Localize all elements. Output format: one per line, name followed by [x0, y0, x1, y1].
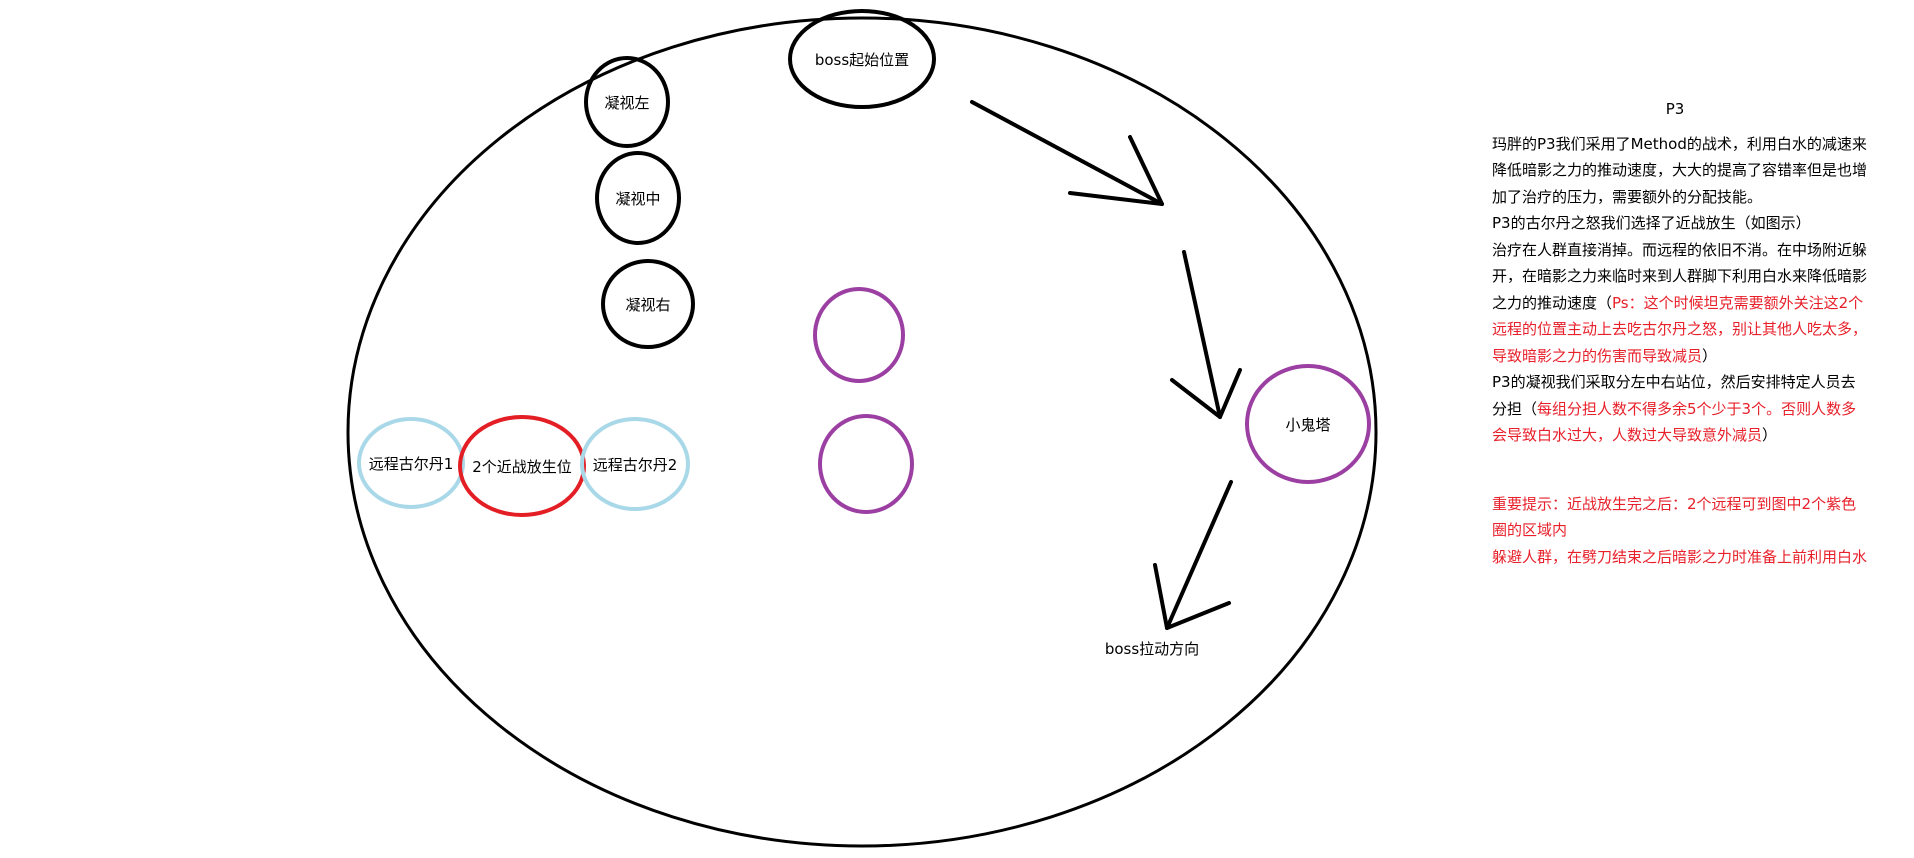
notes-paragraph-method: 玛胖的P3我们采用了Method的战术，利用白水的减速来降低暗影之力的推动速度，… — [1492, 134, 1868, 206]
healing-close-paren: ） — [1702, 346, 1718, 365]
notes-paragraph-gaze: P3的凝视我们采取分左中右站位，然后安排特定人员去分担（每组分担人数不得多余5个… — [1492, 369, 1868, 449]
imp-tower-circle — [1245, 364, 1371, 484]
arrow-3 — [1153, 480, 1233, 630]
important-tip-line-2: 躲避人群，在劈刀结束之后暗影之力时准备上前利用白水 — [1492, 547, 1868, 566]
healing-ps-warning: Ps：这个时候坦克需要额外关注这2个远程的位置主动上去吃古尔丹之怒，别让其他人吃… — [1492, 293, 1868, 365]
notes-paragraph-healing: 治疗在人群直接消掉。而远程的依旧不消。在中场附近躲开，在暗影之力来临时来到人群脚… — [1492, 237, 1868, 370]
strategy-notes: P3 玛胖的P3我们采用了Method的战术，利用白水的减速来降低暗影之力的推动… — [1492, 96, 1868, 570]
arrow-2 — [1170, 250, 1242, 419]
purple-zone-lower — [818, 414, 914, 514]
gaze-middle-label: 凝视中 — [615, 190, 660, 208]
boss-pull-direction-label: boss拉动方向 — [1105, 640, 1199, 658]
ranged-2-label: 远程古尔丹2 — [593, 456, 678, 474]
notes-paragraph-melee-release: P3的古尔丹之怒我们选择了近战放生（如图示） — [1492, 214, 1811, 232]
purple-zone-upper — [813, 287, 905, 383]
boss-start-circle — [788, 9, 936, 109]
gaze-warning: 每组分担人数不得多余5个少于3个。否则人数多会导致白水过大，人数过大导致意外减员 — [1492, 399, 1857, 445]
gaze-left-label: 凝视左 — [604, 94, 649, 112]
notes-title: P3 — [1665, 100, 1685, 118]
gaze-text: P3的凝视我们采取分左中右站位，然后安排特定人员去分担（ — [1492, 373, 1856, 418]
gaze-right-label: 凝视右 — [625, 296, 670, 314]
gaze-right-circle — [601, 259, 695, 349]
gaze-left-circle — [584, 56, 670, 148]
ranged-2-circle — [580, 417, 690, 511]
imp-tower-label: 小鬼塔 — [1285, 416, 1330, 434]
arena-circle — [346, 16, 1378, 848]
ranged-1-circle — [357, 417, 465, 509]
important-tip-line-1: 重要提示：近战放生完之后：2个远程可到图中2个紫色圈的区域内 — [1492, 494, 1857, 540]
gaze-middle-circle — [595, 151, 681, 245]
ranged-1-label: 远程古尔丹1 — [369, 455, 454, 473]
gaze-close-paren: ） — [1762, 426, 1778, 444]
boss-start-label: boss起始位置 — [815, 51, 909, 69]
melee-spot-label: 2个近战放生位 — [472, 458, 572, 476]
arrow-1 — [970, 100, 1164, 206]
healing-text: 治疗在人群直接消掉。而远程的依旧不消。在中场附近躲开，在暗影之力来临时来到人群脚… — [1492, 240, 1868, 312]
